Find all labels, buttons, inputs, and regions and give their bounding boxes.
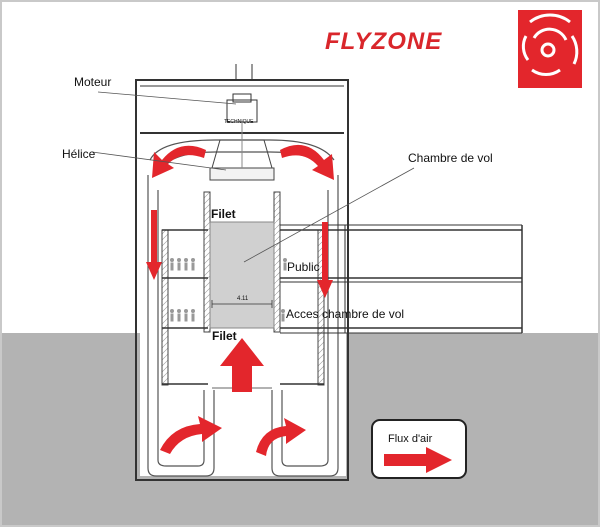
arrow-down-right [317, 222, 333, 298]
label-public: Public [287, 260, 320, 274]
people-icons-upper [170, 258, 287, 271]
label-helice: Hélice [62, 147, 96, 161]
arrow-top-right-curve [280, 144, 334, 180]
label-dimension: 4.11 [237, 296, 249, 302]
arrow-down-left [146, 210, 162, 280]
leader-lines [91, 91, 415, 263]
label-filet-bottom: Filet [212, 329, 237, 343]
airflow-arrows [146, 144, 334, 456]
arrow-up-center [220, 338, 264, 392]
label-filet-top: Filet [211, 207, 236, 221]
legend: Flux d'air [371, 419, 467, 479]
people-icons-lower [170, 309, 285, 322]
legend-arrow [384, 447, 452, 473]
label-technique: TECHNIQUE [224, 119, 254, 125]
label-chambre-de-vol: Chambre de vol [408, 151, 493, 165]
logo-emblem [518, 10, 582, 88]
fan-diffuser [209, 122, 275, 181]
logo-text: FLYZONE [325, 28, 442, 55]
flight-chamber [209, 221, 275, 329]
arrow-bottom-left-curve [160, 416, 222, 454]
label-moteur: Moteur [74, 75, 111, 89]
flyzone-logo: FLYZONE [325, 28, 442, 55]
label-acces: Acces chambre de vol [286, 307, 404, 321]
arrow-bottom-center-curve [256, 418, 306, 456]
arrow-top-left-curve [152, 145, 206, 178]
legend-title: Flux d'air [388, 433, 433, 445]
